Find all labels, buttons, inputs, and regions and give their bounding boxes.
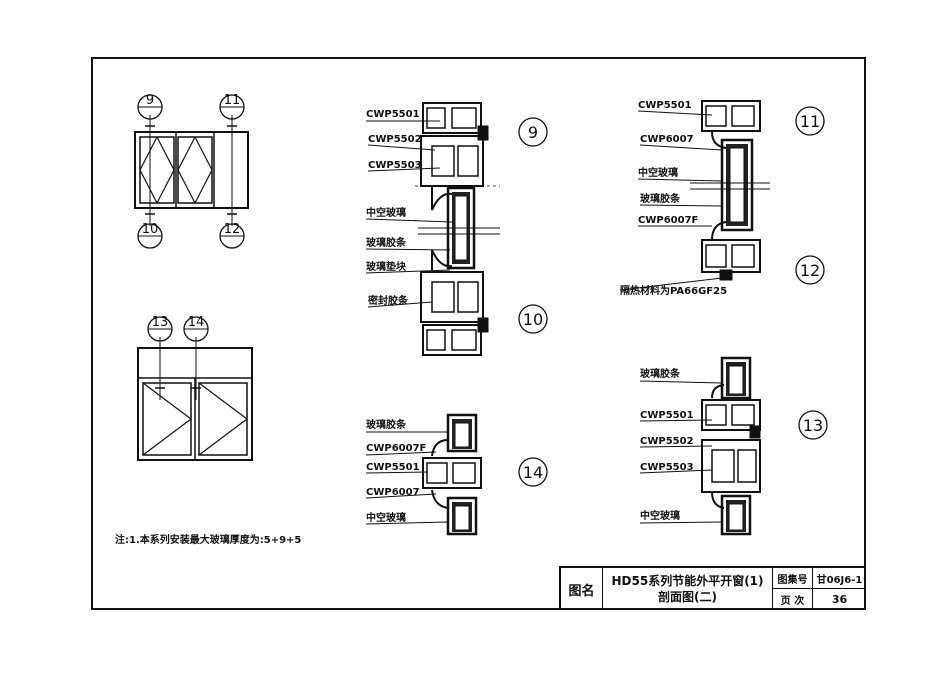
label-glass-block: 玻璃垫块: [366, 260, 407, 273]
svg-text:12: 12: [800, 261, 820, 280]
profile-section-13: [701, 356, 761, 536]
section-marker-9-plan: 9: [137, 93, 163, 120]
svg-text:10: 10: [523, 310, 543, 329]
label-cwp5503-a: CWP5503: [368, 160, 422, 171]
label-cwp5503-c: CWP5503: [640, 462, 694, 473]
label-insulated-glass-b: 中空玻璃: [638, 166, 678, 179]
svg-text:11: 11: [224, 93, 241, 108]
labels-section-13: [639, 380, 723, 524]
label-cwp5501-a: CWP5501: [366, 109, 420, 120]
label-cwp6007-d: CWP6007: [366, 487, 420, 498]
svg-text:14: 14: [188, 315, 205, 330]
callout-11: 11: [795, 106, 825, 136]
atlas-no-label: 图集号: [773, 568, 813, 589]
drawing-title: HD55系列节能外平开窗(1) 剖面图(二): [603, 568, 773, 610]
atlas-no: 甘06J6-1: [813, 568, 866, 589]
title-block: 图名 HD55系列节能外平开窗(1) 剖面图(二) 图集号 甘06J6-1 页 …: [559, 566, 866, 610]
section-marker-14-plan: 14: [183, 315, 209, 342]
callout-10: 10: [518, 304, 548, 334]
section-marker-12-plan: 12: [219, 222, 245, 249]
profile-section-14: [422, 413, 482, 536]
window-elevation-lower: [137, 337, 253, 461]
svg-text:11: 11: [800, 112, 820, 131]
svg-text:13: 13: [803, 416, 823, 435]
svg-text:10: 10: [142, 222, 159, 237]
label-cwp5502-c: CWP5502: [640, 436, 694, 447]
callout-9: 9: [518, 117, 548, 147]
svg-text:13: 13: [152, 315, 169, 330]
section-marker-13-plan: 13: [147, 315, 173, 342]
label-insulated-glass-d: 中空玻璃: [366, 511, 406, 524]
label-cwp6007f-b: CWP6007F: [638, 215, 698, 226]
label-glass-strip-d: 玻璃胶条: [366, 418, 407, 431]
note-max-glass-thickness: 注:1.本系列安装最大玻璃厚度为:5+9+5: [115, 535, 302, 546]
page-label: 页 次: [773, 589, 813, 610]
callout-14: 14: [518, 457, 548, 487]
callout-12: 12: [795, 255, 825, 285]
label-insulated-glass-c: 中空玻璃: [640, 509, 680, 522]
label-cwp5501-c: CWP5501: [640, 410, 694, 421]
drawing-title-line1: HD55系列节能外平开窗(1): [611, 574, 764, 588]
label-cwp5501-b: CWP5501: [638, 100, 692, 111]
label-glass-strip-b: 玻璃胶条: [640, 192, 681, 205]
label-insulated-glass-a: 中空玻璃: [366, 206, 406, 219]
labels-section-11-12: [619, 110, 723, 291]
labels-section-14: [365, 431, 449, 525]
figure-name-label: 图名: [561, 568, 603, 610]
window-elevation-upper: [134, 115, 249, 226]
label-cwp6007-b: CWP6007: [640, 134, 694, 145]
page-number: 36: [831, 593, 848, 606]
profile-section-11-12: [690, 100, 770, 281]
callout-13: 13: [798, 410, 828, 440]
svg-text:14: 14: [523, 463, 543, 482]
profile-section-9-10: [415, 102, 500, 356]
label-insulation-material: 隔热材料为PA66GF25: [620, 284, 727, 297]
section-marker-11-plan: 11: [219, 93, 245, 120]
svg-text:9: 9: [146, 93, 154, 108]
drawing-title-line2: 剖面图(二): [658, 590, 717, 604]
drawing-frame: [91, 57, 866, 610]
label-cwp6007f-d: CWP6007F: [366, 443, 426, 454]
svg-text:9: 9: [528, 123, 538, 142]
label-cwp5502-a: CWP5502: [368, 134, 422, 145]
label-seal-strip: 密封胶条: [368, 294, 409, 307]
labels-section-9-10: [365, 120, 453, 308]
label-glass-strip-c: 玻璃胶条: [640, 367, 681, 380]
section-marker-10-plan: 10: [137, 222, 163, 249]
label-glass-strip-a: 玻璃胶条: [366, 236, 407, 249]
svg-text:12: 12: [224, 222, 241, 237]
label-cwp5501-d: CWP5501: [366, 462, 420, 473]
